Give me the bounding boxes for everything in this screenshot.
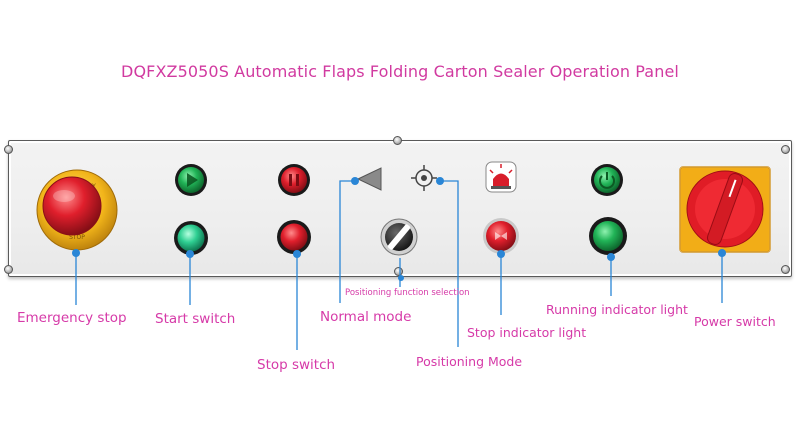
start-switch-button[interactable]: [174, 221, 208, 255]
power-switch[interactable]: [679, 166, 771, 253]
label-emergency-stop: Emergency stop: [17, 310, 127, 326]
label-stop-switch: Stop switch: [257, 357, 336, 373]
label-stop-indicator-light: Stop indicator light: [467, 325, 587, 340]
label-start-switch: Start switch: [155, 311, 236, 327]
label-power-switch: Power switch: [694, 314, 776, 329]
screw-icon: [4, 145, 13, 154]
normal-mode-triangle-icon: [356, 167, 382, 191]
screw-icon: [781, 145, 790, 154]
screw-icon: [4, 265, 13, 274]
label-running-indicator-light: Running indicator light: [546, 302, 688, 317]
alarm-lamp-icon: [485, 161, 517, 193]
power-symbol-icon: [591, 164, 623, 196]
positioning-selector-knob[interactable]: [380, 218, 418, 256]
positioning-crosshair-icon: [411, 165, 437, 191]
pause-indicator-icon: [278, 164, 310, 196]
leader-lines: [75, 180, 723, 350]
leader-dots: [72, 177, 726, 281]
screw-icon: [394, 267, 403, 276]
play-indicator-icon: [175, 164, 207, 196]
stop-switch-button[interactable]: [277, 220, 311, 254]
page-title: DQFXZ5050S Automatic Flaps Folding Carto…: [121, 62, 679, 81]
label-normal-mode: Normal mode: [320, 309, 412, 325]
label-positioning-function-selection: Positioning function selection: [345, 288, 470, 298]
emergency-stop-button[interactable]: EMERGENCY STOP: [36, 169, 118, 251]
running-indicator-light: [589, 217, 627, 255]
label-positioning-mode: Positioning Mode: [416, 354, 523, 369]
stop-indicator-light: [483, 218, 519, 254]
screw-icon: [781, 265, 790, 274]
svg-text:STOP: STOP: [69, 234, 85, 241]
screw-icon: [393, 136, 402, 145]
